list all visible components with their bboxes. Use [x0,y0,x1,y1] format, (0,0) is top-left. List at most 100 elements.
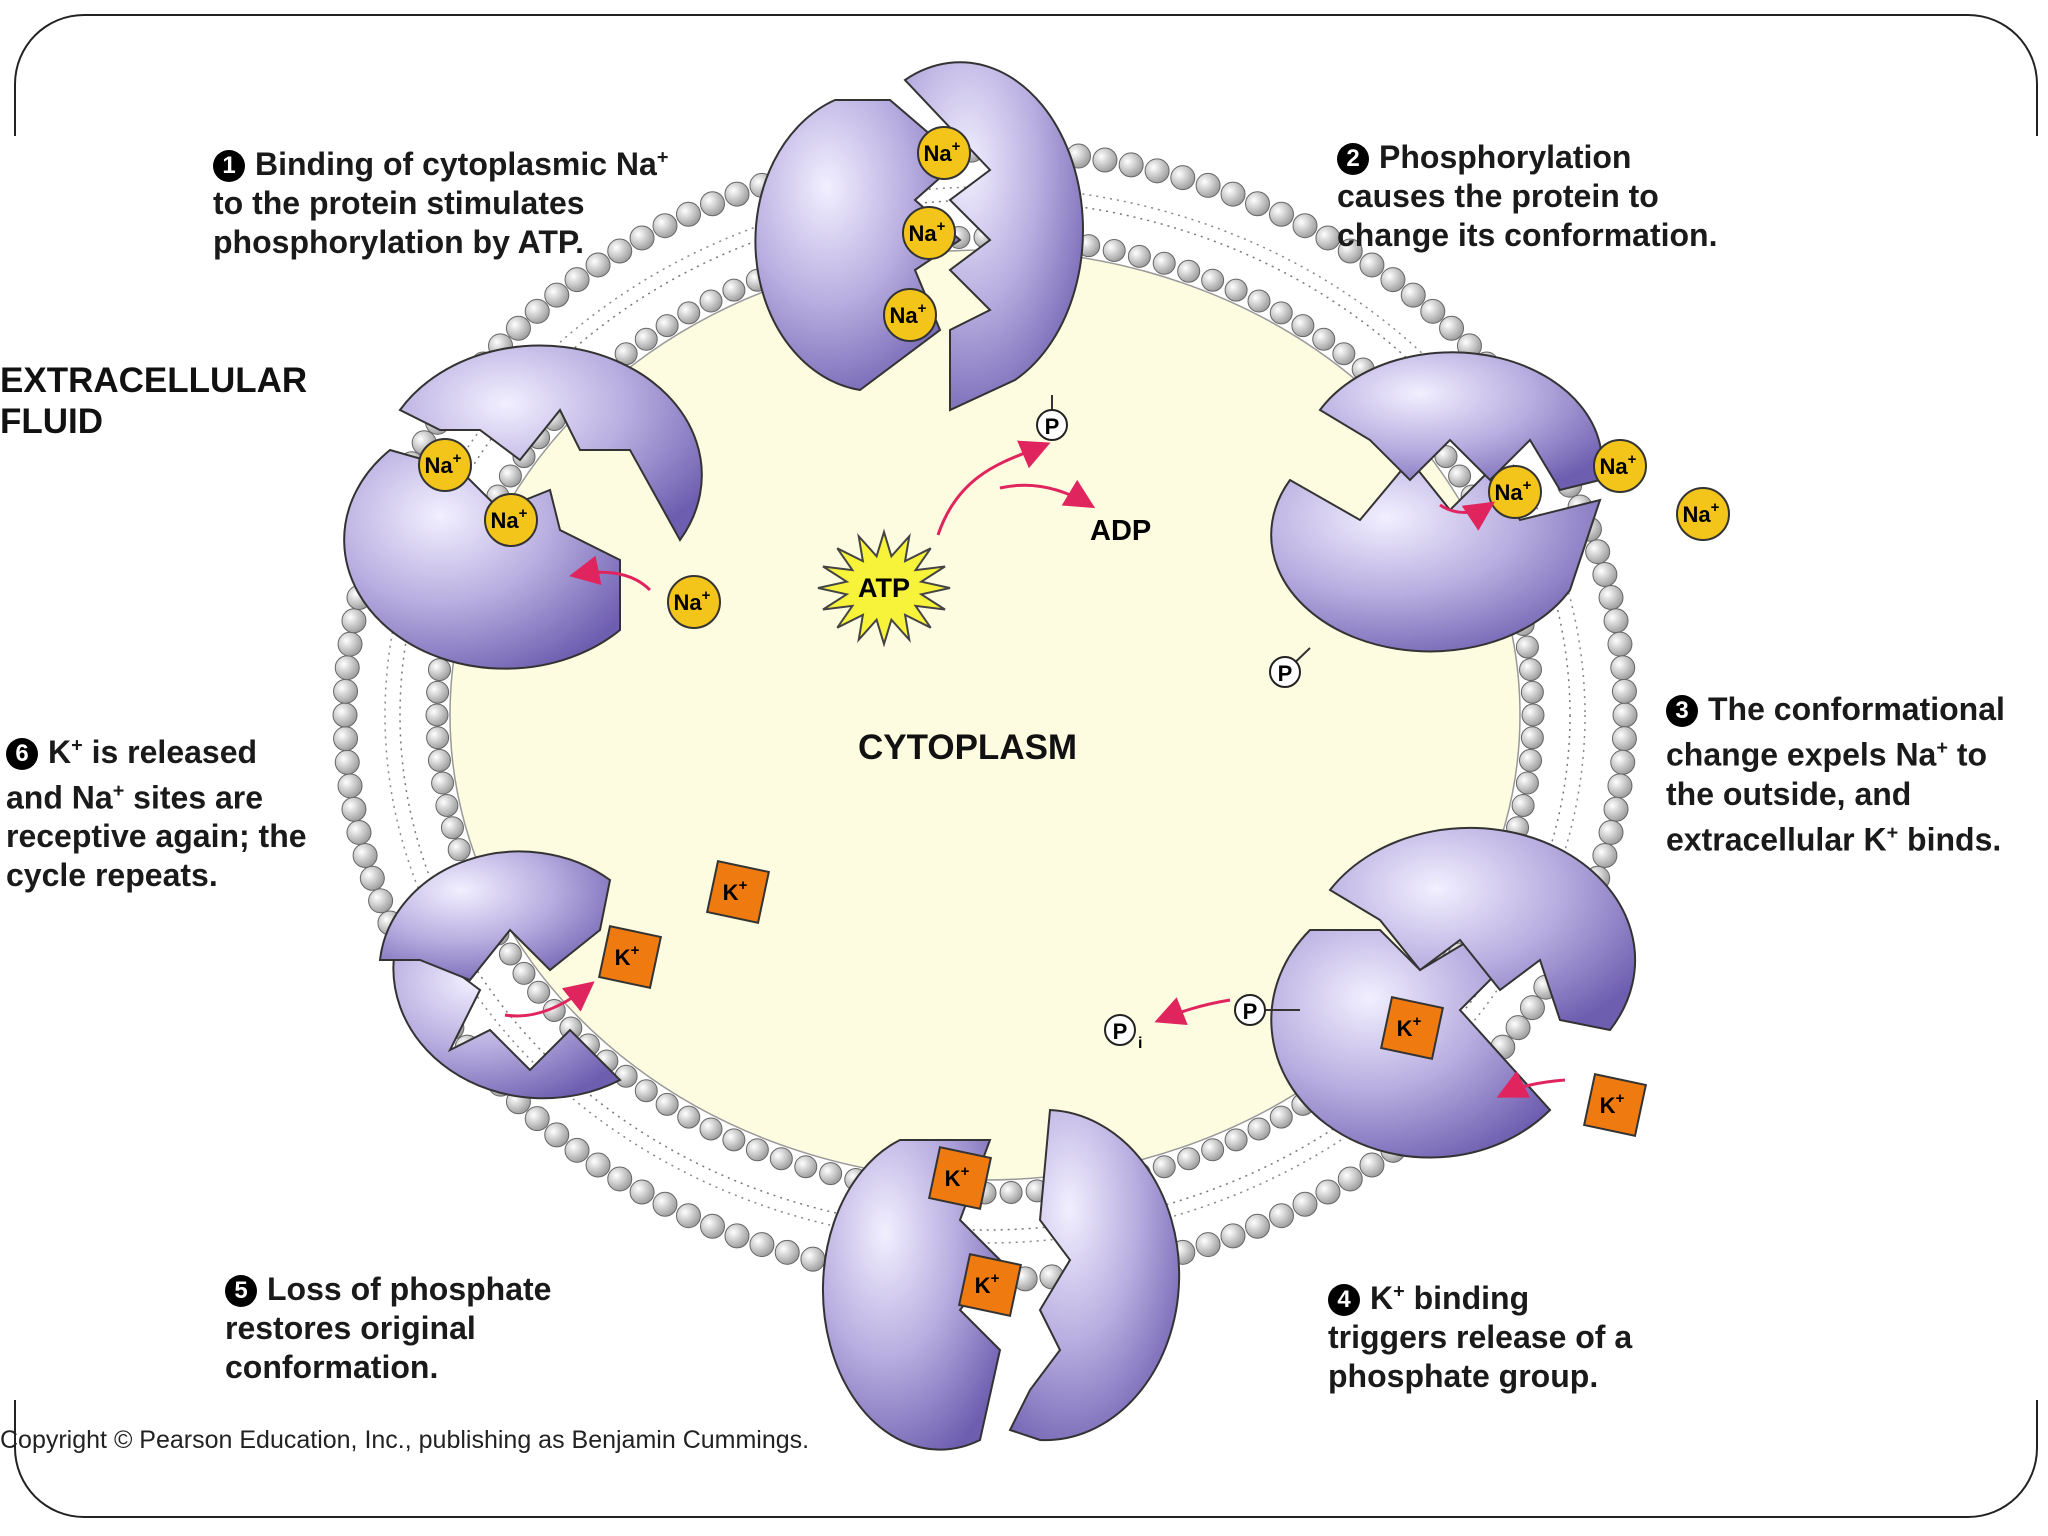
membrane-bead [677,301,701,325]
membrane-bead [749,1232,775,1258]
membrane-bead [1380,267,1406,293]
potassium-ion: K+ [597,924,663,990]
sodium-ion: Na+ [1593,439,1647,493]
membrane-bead [447,838,471,862]
membrane-bead [1177,259,1201,283]
membrane-bead [426,726,450,750]
svg-text:P: P [1113,1019,1128,1044]
membrane-bead [675,201,701,227]
membrane-bead [334,749,360,775]
adp-label: ADP [1090,515,1151,547]
membrane-bead [1611,678,1637,704]
sodium-ion: Na+ [1676,487,1730,541]
membrane-bead [425,703,449,727]
membrane-bead [512,961,536,985]
membrane-bead [352,843,378,869]
potassium-ion: K+ [1379,995,1445,1061]
membrane-bead [1332,342,1356,366]
membrane-bead [745,1138,769,1162]
membrane-bead [431,771,455,795]
membrane-bead [677,1105,701,1129]
pump-stage-6 [343,344,703,670]
sodium-ion: Na+ [917,126,971,180]
membrane-bead [359,865,385,891]
svg-text:Na+: Na+ [491,505,528,533]
membrane-bead [1520,680,1544,704]
membrane-bead [427,658,451,682]
membrane-bead [1400,282,1426,308]
svg-text:P: P [1278,661,1293,686]
membrane-bead [333,726,359,752]
membrane-bead [1607,631,1633,657]
membrane-bead [1247,289,1271,313]
membrane-bead [498,464,522,488]
membrane-bead [1201,1138,1225,1162]
svg-text:P: P [1045,414,1060,439]
membrane-bead [1244,191,1270,217]
sodium-ion: Na+ [902,206,956,260]
membrane-bead [426,680,450,704]
potassium-ion: K+ [1582,1072,1648,1138]
sodium-ion: Na+ [418,438,472,492]
membrane-bead [1244,1213,1270,1239]
membrane-bead [1220,181,1246,207]
sodium-ion: Na+ [883,288,937,342]
membrane-bead [1220,1223,1246,1249]
potassium-ions: K+K+K+K+K+K+ [597,859,1648,1318]
membrane-bead [1519,658,1543,682]
membrane-bead [427,748,451,772]
membrane-bead [1607,773,1633,799]
reaction-arrows [504,440,1566,1098]
membrane-bead [1611,726,1637,752]
membrane-bead [1359,252,1385,278]
membrane-bead [722,1128,746,1152]
membrane-bead [1598,819,1624,845]
membrane-bead [1292,1191,1318,1217]
membrane-bead [655,1092,679,1116]
membrane-bead [1519,748,1543,772]
membrane-bead [1177,1147,1201,1171]
membrane-bead [505,315,531,341]
membrane-bead [564,267,590,293]
svg-text:i: i [1138,1035,1142,1052]
membrane-bead [337,773,363,799]
membrane-bead [341,608,367,634]
membrane-bead [544,282,570,308]
membrane-bead [1118,152,1144,178]
membrane-bead [699,1117,723,1141]
membrane-bead [1152,251,1176,275]
membrane-bead [1127,244,1151,268]
membrane-bead [585,252,611,278]
membrane-bead [1592,561,1618,587]
membrane-bead [700,191,726,217]
membrane-bead [1603,608,1629,634]
membrane-bead [652,213,678,239]
membrane-bead [1337,1166,1363,1192]
membrane-bead [527,980,551,1004]
sodium-ion: Na+ [484,493,538,547]
atp-burst: ATP [817,528,951,648]
membrane-bead [722,278,746,302]
copyright-notice: Copyright © Pearson Education, Inc., pub… [0,1426,810,1454]
membrane-bead [498,942,522,966]
membrane-bead [1515,771,1539,795]
membrane-bead [699,289,723,313]
membrane-bead [524,298,550,324]
membrane-bead [1520,726,1544,750]
membrane-bead [1610,749,1636,775]
membrane-bead [440,816,464,840]
membrane-bead [334,655,360,681]
svg-text:Na+: Na+ [1683,499,1720,527]
membrane-bead [769,1147,793,1171]
membrane-bead [1269,301,1293,325]
inorganic-phosphate: P i [1104,1014,1142,1052]
membrane-bead [1337,238,1363,264]
membrane-bead [1269,1105,1293,1129]
membrane-bead [1292,213,1318,239]
membrane-bead [629,225,655,251]
membrane-bead [524,1106,550,1132]
membrane-bead [1515,635,1539,659]
